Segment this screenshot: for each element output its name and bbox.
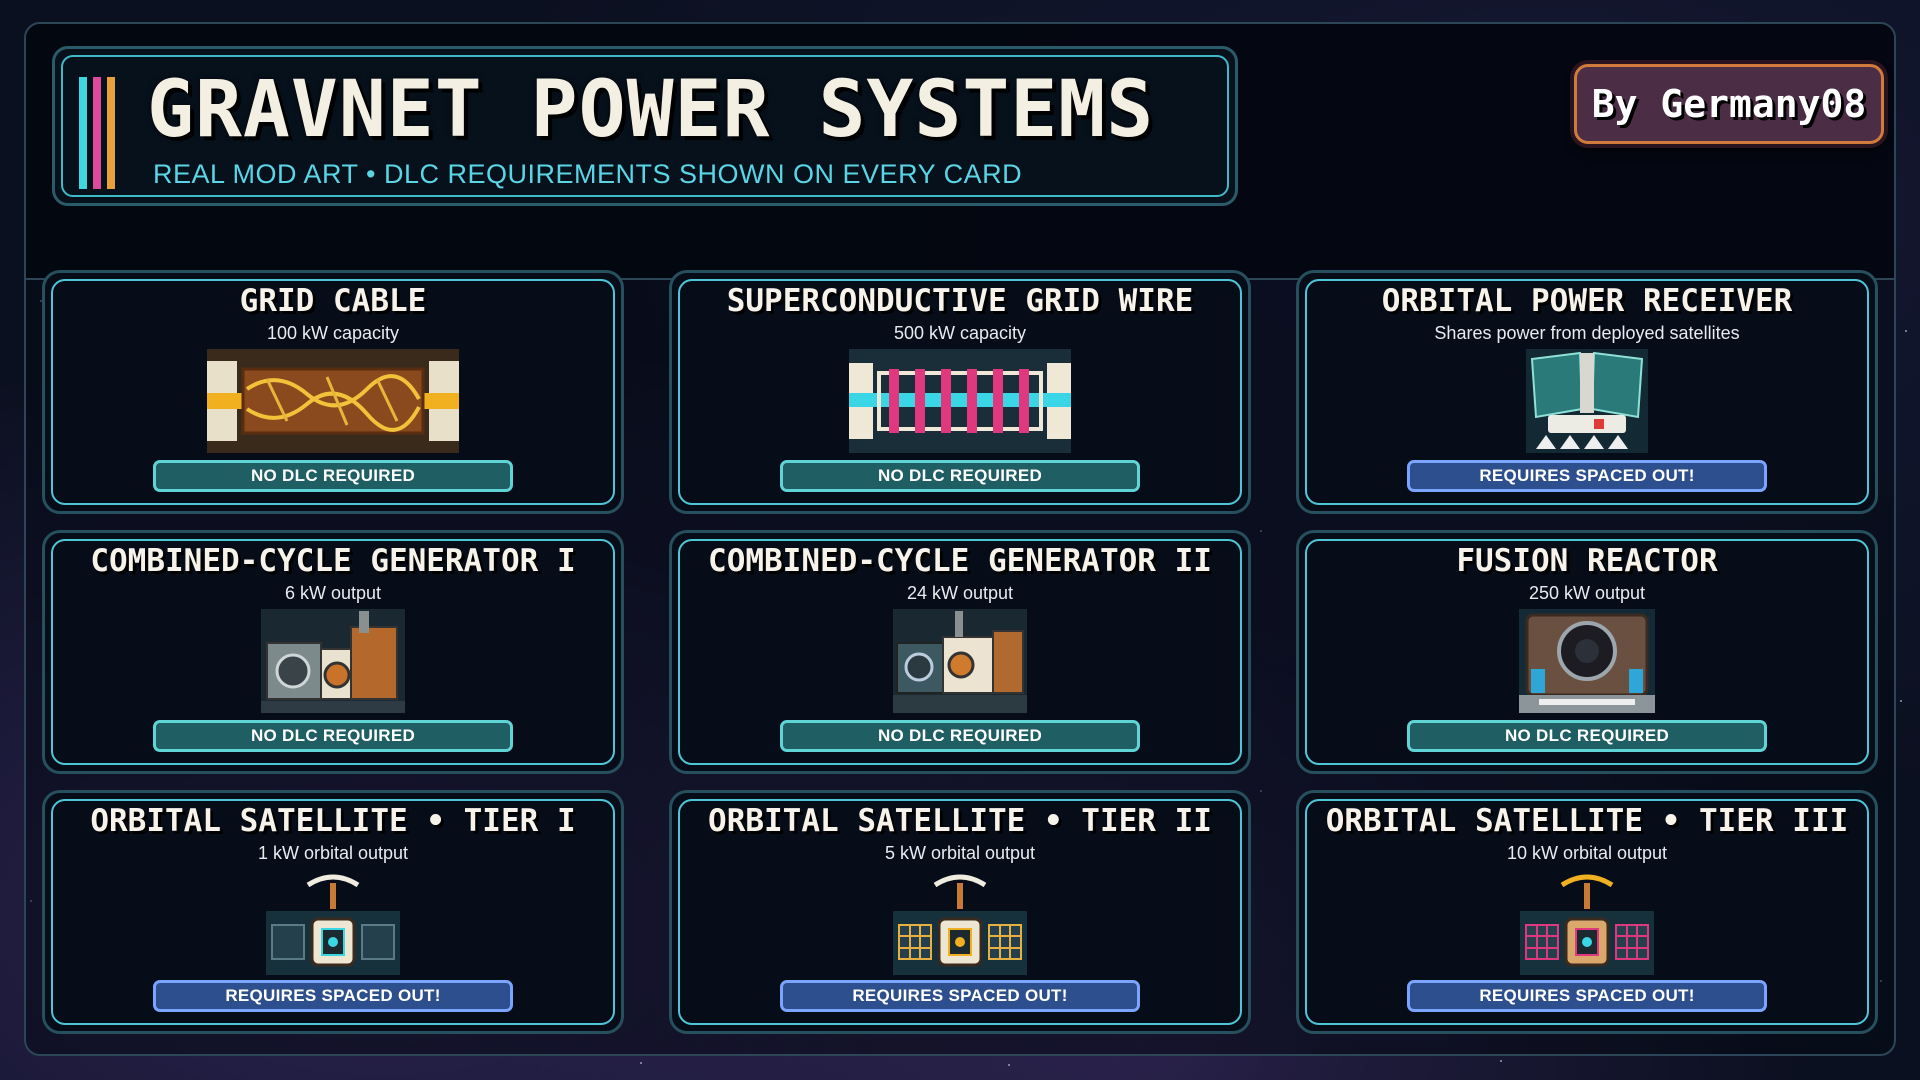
dlc-status-badge: NO DLC REQUIRED (153, 460, 513, 492)
card-orbital-satellite-tier-3: ORBITAL SATELLITE • TIER III 10 kW orbit… (1296, 790, 1878, 1034)
dlc-status-badge: NO DLC REQUIRED (780, 720, 1140, 752)
satellite-tier-2-icon (893, 874, 1027, 975)
satellite-tier-1-icon (266, 874, 400, 975)
card-grid: GRID CABLE 100 kW capacity NO DLC REQUIR… (42, 270, 1878, 1036)
grid-cable-icon (207, 349, 459, 453)
dlc-status-badge: NO DLC REQUIRED (153, 720, 513, 752)
card-combined-cycle-generator-1: COMBINED-CYCLE GENERATOR I 6 kW output N… (42, 530, 624, 774)
title-panel: GRAVNET POWER SYSTEMS REAL MOD ART • DLC… (52, 46, 1238, 206)
card-spec: Shares power from deployed satellites (1434, 323, 1740, 343)
orbital-receiver-icon (1526, 349, 1648, 453)
author-badge: By Germany08 (1574, 64, 1884, 144)
card-title: COMBINED-CYCLE GENERATOR II (708, 543, 1212, 579)
accent-stripes (79, 77, 115, 189)
card-spec: 5 kW orbital output (884, 843, 1036, 863)
card-spec: 24 kW output (906, 583, 1014, 603)
dlc-status-badge: NO DLC REQUIRED (780, 460, 1140, 492)
card-grid-cable: GRID CABLE 100 kW capacity NO DLC REQUIR… (42, 270, 624, 514)
dlc-status-badge: REQUIRES SPACED OUT! (1407, 460, 1767, 492)
card-title: ORBITAL POWER RECEIVER (1381, 283, 1793, 319)
card-title: FUSION REACTOR (1456, 543, 1718, 579)
page-title: GRAVNET POWER SYSTEMS (147, 65, 1155, 155)
card-spec: 6 kW output (284, 583, 382, 603)
card-title: ORBITAL SATELLITE • TIER III (1325, 803, 1849, 839)
card-title: ORBITAL SATELLITE • TIER II (708, 803, 1212, 839)
superconductive-wire-icon (849, 349, 1071, 453)
dlc-status-badge: REQUIRES SPACED OUT! (153, 980, 513, 1012)
generator-2-icon (893, 609, 1027, 713)
card-spec: 1 kW orbital output (257, 843, 409, 863)
card-orbital-satellite-tier-1: ORBITAL SATELLITE • TIER I 1 kW orbital … (42, 790, 624, 1034)
fusion-reactor-icon (1519, 609, 1655, 713)
satellite-tier-3-icon (1520, 874, 1654, 975)
dlc-status-badge: NO DLC REQUIRED (1407, 720, 1767, 752)
card-title: ORBITAL SATELLITE • TIER I (90, 803, 576, 839)
card-orbital-satellite-tier-2: ORBITAL SATELLITE • TIER II 5 kW orbital… (669, 790, 1251, 1034)
card-combined-cycle-generator-2: COMBINED-CYCLE GENERATOR II 24 kW output… (669, 530, 1251, 774)
card-title: SUPERCONDUCTIVE GRID WIRE (726, 283, 1194, 319)
card-orbital-power-receiver: ORBITAL POWER RECEIVER Shares power from… (1296, 270, 1878, 514)
card-superconductive-grid-wire: SUPERCONDUCTIVE GRID WIRE 500 kW capacit… (669, 270, 1251, 514)
card-spec: 100 kW capacity (266, 323, 400, 343)
dlc-status-badge: REQUIRES SPACED OUT! (780, 980, 1140, 1012)
card-title: COMBINED-CYCLE GENERATOR I (90, 543, 576, 579)
card-fusion-reactor: FUSION REACTOR 250 kW output NO DLC REQU… (1296, 530, 1878, 774)
card-title: GRID CABLE (239, 283, 427, 319)
generator-1-icon (261, 609, 405, 713)
card-spec: 250 kW output (1528, 583, 1646, 603)
card-spec: 500 kW capacity (893, 323, 1027, 343)
page-subtitle: REAL MOD ART • DLC REQUIREMENTS SHOWN ON… (153, 159, 1023, 189)
card-spec: 10 kW orbital output (1506, 843, 1668, 863)
dlc-status-badge: REQUIRES SPACED OUT! (1407, 980, 1767, 1012)
